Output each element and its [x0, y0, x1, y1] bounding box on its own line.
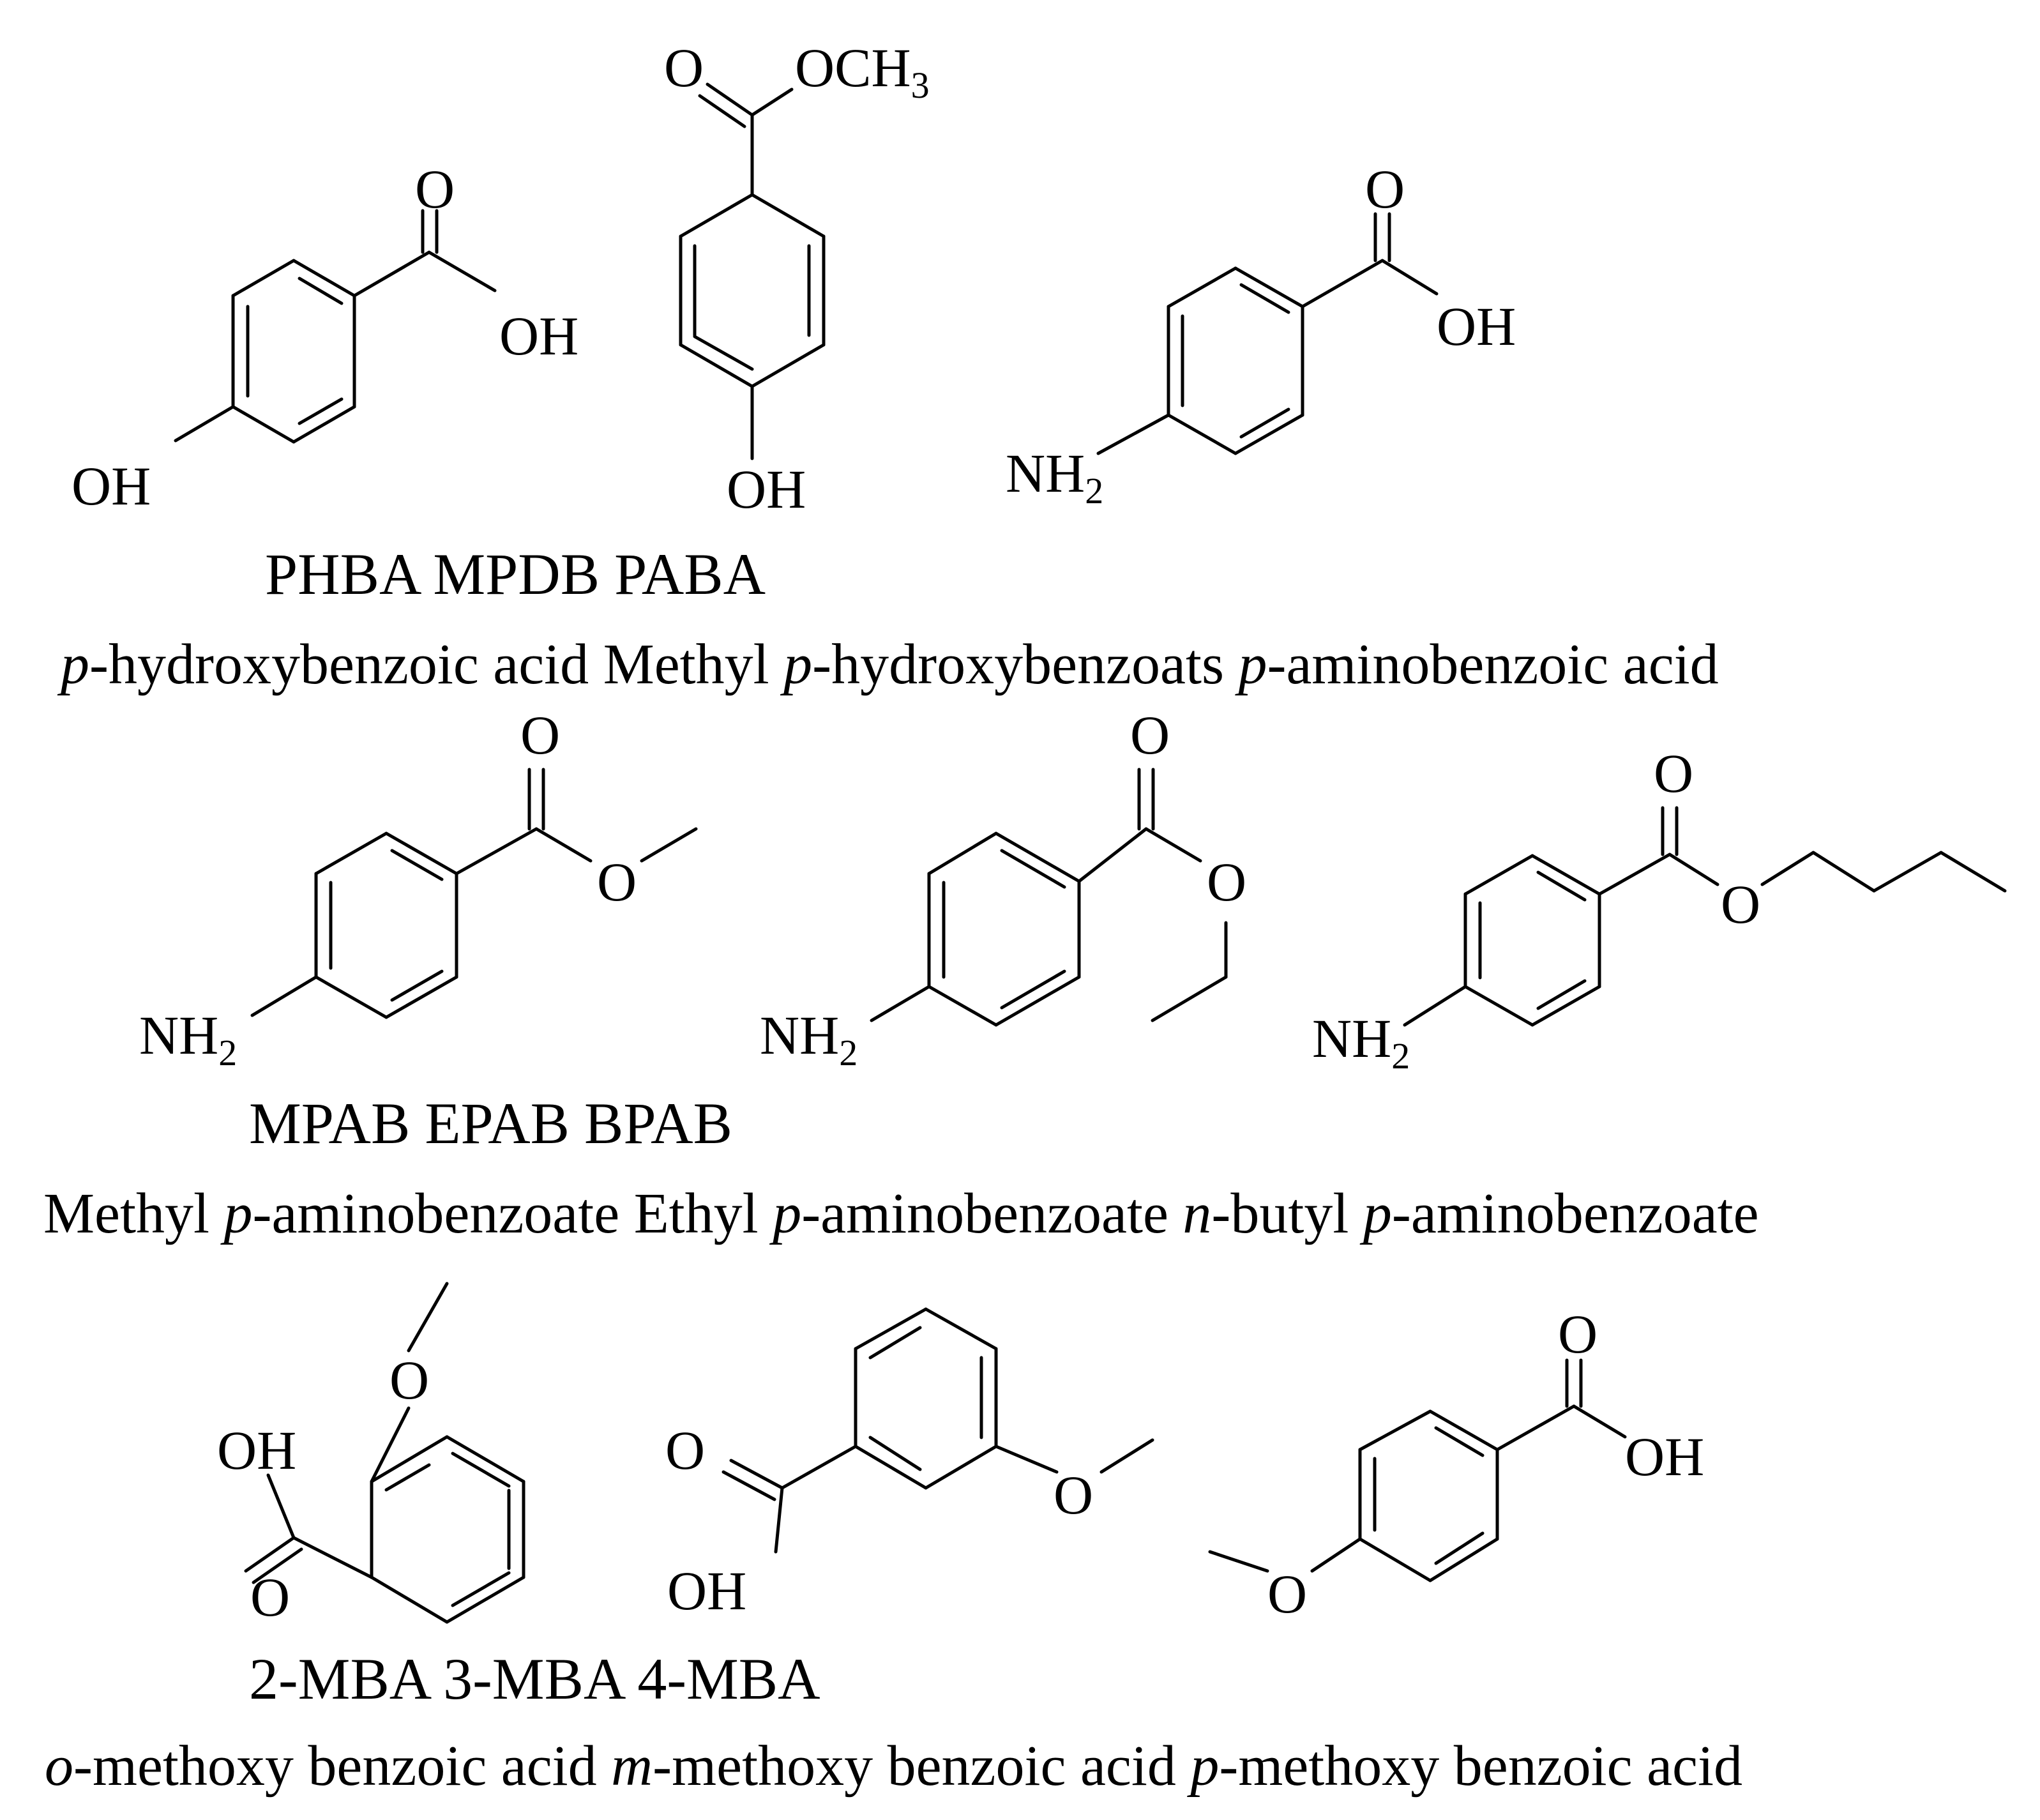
atom-label-nh2: NH2	[1006, 443, 1103, 512]
atom-label-o: O	[520, 704, 560, 766]
atom-label-och3: OCH3	[795, 37, 930, 106]
atom-label-oh: OH	[72, 455, 151, 517]
compound-names-row-3: o-methoxy benzoic acid m-methoxy benzoic…	[45, 1734, 1742, 1798]
atom-label-oh: OH	[499, 305, 578, 367]
structure-paba: O OH NH2	[1006, 158, 1516, 512]
atom-label-o: O	[415, 158, 455, 220]
compound-names-row-2: Methyl p-aminobenzoate Ethyl p-aminobenz…	[43, 1182, 1759, 1245]
atom-label-oh: OH	[1437, 296, 1516, 357]
abbreviations-row-1: PHBA MPDB PABA	[265, 542, 766, 607]
structure-phba: O OH OH	[72, 158, 578, 517]
atom-label-o: O	[664, 37, 704, 98]
atom-label-oh: OH	[667, 1560, 746, 1621]
atom-label-oh: OH	[727, 459, 806, 520]
structure-3-mba: O OH O	[665, 1307, 1154, 1621]
atom-label-o: O	[1207, 851, 1246, 913]
compound-names-row-1: p-hydroxybenzoic acid Methyl p-hydroxybe…	[57, 633, 1719, 696]
atom-label-o: O	[1267, 1563, 1307, 1625]
structure-2-mba: O OH O	[217, 1282, 525, 1628]
atom-label-o: O	[1054, 1464, 1093, 1526]
atom-label-o: O	[1558, 1303, 1598, 1365]
structure-epab: O O NH2	[760, 704, 1246, 1073]
abbreviations-row-2: MPAB EPAB BPAB	[249, 1091, 732, 1156]
structure-mpdb: O OCH3 OH	[664, 37, 930, 520]
atom-label-oh: OH	[217, 1420, 296, 1481]
atom-label-o: O	[389, 1349, 429, 1411]
atom-label-o: O	[250, 1566, 290, 1628]
atom-label-o: O	[1721, 874, 1760, 935]
atom-label-o: O	[1130, 704, 1170, 766]
atom-label-oh: OH	[1625, 1426, 1704, 1487]
atom-label-o: O	[665, 1420, 705, 1481]
structure-bpab: O O NH2	[1312, 743, 2007, 1077]
structure-4-mba: O OH O	[1208, 1303, 1704, 1625]
structure-mpab: O O NH2	[139, 704, 698, 1073]
atom-label-nh2: NH2	[139, 1005, 237, 1073]
atom-label-nh2: NH2	[760, 1005, 858, 1073]
atom-label-o: O	[1654, 743, 1693, 804]
atom-label-o: O	[597, 851, 637, 913]
atom-label-o: O	[1365, 158, 1405, 220]
abbreviations-row-3: 2-MBA 3-MBA 4-MBA	[249, 1646, 820, 1711]
atom-label-nh2: NH2	[1312, 1008, 1410, 1077]
